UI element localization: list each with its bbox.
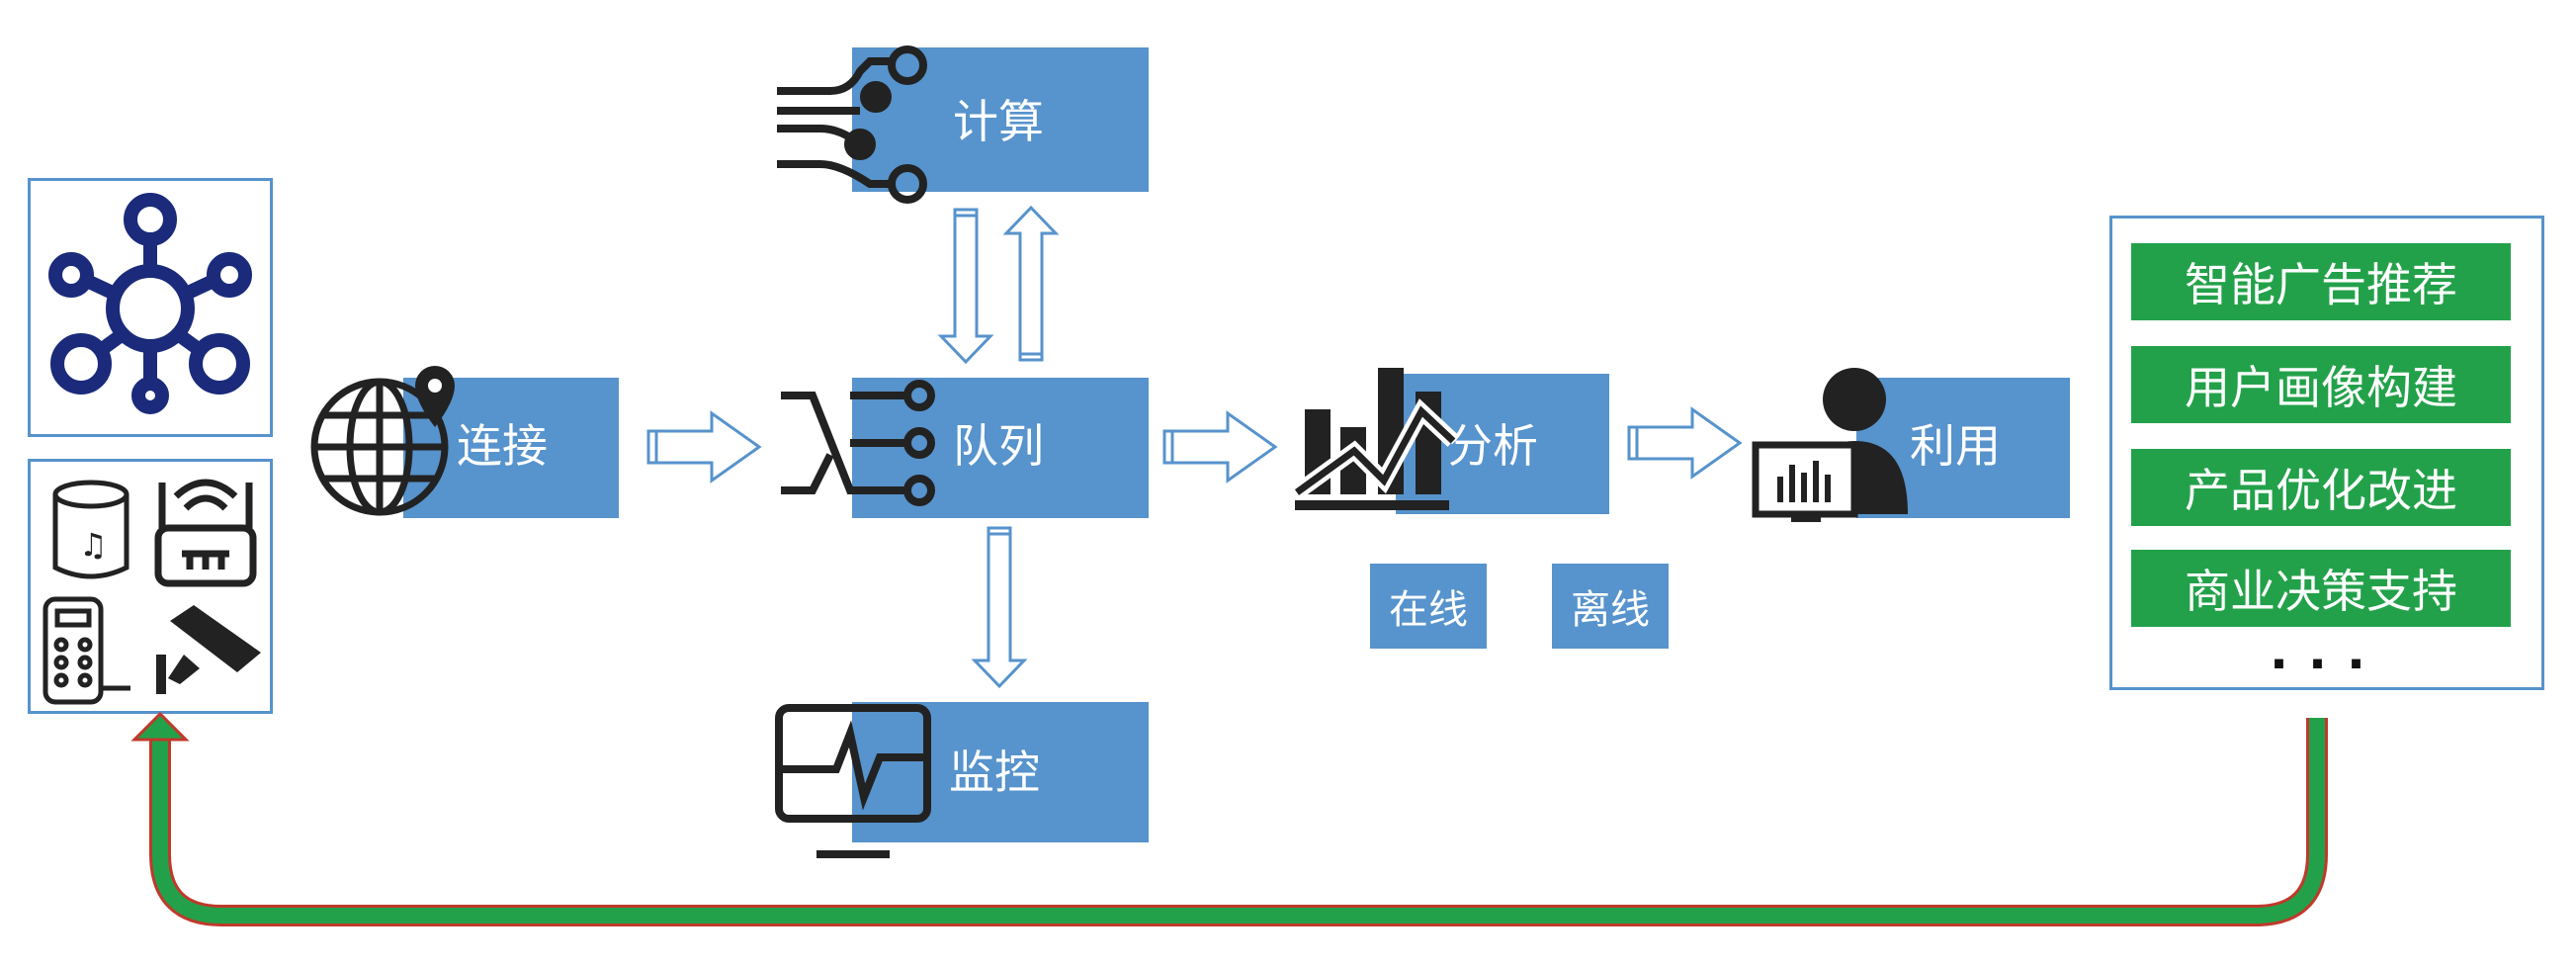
wifi-router-icon: [154, 479, 257, 587]
arrow-analyze-to-use: [1627, 406, 1743, 480]
arrow-queue-to-compute: [1002, 205, 1060, 362]
app-item: 用户画像构建: [2131, 346, 2511, 423]
arrow-connect-to-queue: [646, 410, 762, 484]
switch-icon: [781, 380, 935, 506]
circuit-icon: [777, 45, 927, 204]
user-computer-icon: [1752, 368, 1908, 522]
smart-speaker-icon: ♫: [52, 480, 129, 579]
arrow-compute-to-queue: [937, 208, 994, 365]
connect-label: 连接: [457, 419, 548, 473]
security-camera-icon: [156, 605, 261, 694]
monitor-label: 监控: [949, 746, 1040, 799]
arrow-queue-to-analyze: [1162, 410, 1278, 484]
globe-location-icon: [310, 366, 455, 516]
compute-label: 计算: [953, 95, 1044, 148]
online-mode-box: 在线: [1370, 564, 1487, 649]
monitor-icon: [775, 704, 931, 858]
app-item: 商业决策支持: [2131, 550, 2511, 627]
queue-box: [852, 378, 1149, 518]
arrow-queue-to-monitor: [971, 526, 1028, 689]
app-item: 智能广告推荐: [2131, 243, 2511, 320]
hub-panel: [28, 178, 273, 437]
queue-label: 队列: [953, 419, 1044, 473]
app-item: 产品优化改进: [2131, 449, 2511, 526]
use-label: 利用: [1910, 419, 2001, 473]
more-ellipsis: ...: [2270, 623, 2385, 680]
svg-text:♫: ♫: [79, 526, 108, 564]
network-hub-icon: [48, 193, 252, 414]
offline-mode-box: 离线: [1552, 564, 1669, 649]
feedback-loop-arrow: [130, 711, 2328, 926]
bar-chart-icon: [1292, 368, 1459, 510]
smart-lock-icon: [43, 596, 130, 705]
analyze-label: 分析: [1447, 419, 1538, 473]
